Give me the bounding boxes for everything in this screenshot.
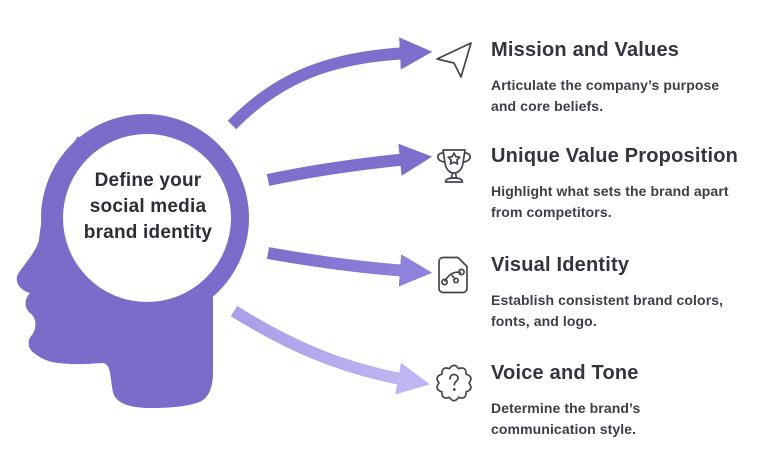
vector-document-icon	[430, 251, 478, 299]
question-badge-icon	[430, 359, 478, 407]
item-description: Determine the brand’s communication styl…	[491, 400, 641, 437]
item-title: Unique Value Proposition	[491, 145, 739, 167]
item-description: Establish consistent brand colors, fonts…	[491, 292, 724, 329]
trophy-icon	[430, 142, 478, 190]
item-visual-identity: Visual Identity Establish consistent bra…	[430, 251, 743, 332]
center-title: Define your social media brand identity	[62, 168, 234, 247]
item-unique-value-proposition: Unique Value Proposition Highlight what …	[430, 142, 753, 223]
head-silhouette	[16, 114, 249, 408]
head-brain-circle	[63, 134, 231, 302]
center-title-line-3: brand identity	[83, 222, 213, 244]
arrow-to-mission	[227, 37, 433, 130]
item-title: Visual Identity	[491, 254, 630, 276]
item-description: Highlight what sets the brand apart from…	[491, 183, 729, 220]
arrow-to-visual-identity	[266, 247, 433, 287]
item-mission-and-values: Mission and Values Articulate the compan…	[430, 36, 731, 117]
center-title-line-2: social media	[89, 196, 207, 218]
item-title: Voice and Tone	[491, 362, 639, 384]
navigation-arrow-icon	[430, 36, 478, 84]
item-description: Articulate the company’s purpose and cor…	[491, 77, 720, 114]
center-title-line-1: Define your	[94, 170, 202, 191]
item-title: Mission and Values	[491, 39, 680, 61]
arrow-to-uvp	[266, 143, 433, 186]
item-voice-and-tone: Voice and Tone Determine the brand’s com…	[430, 359, 683, 440]
arrow-to-voice-tone	[230, 305, 430, 395]
